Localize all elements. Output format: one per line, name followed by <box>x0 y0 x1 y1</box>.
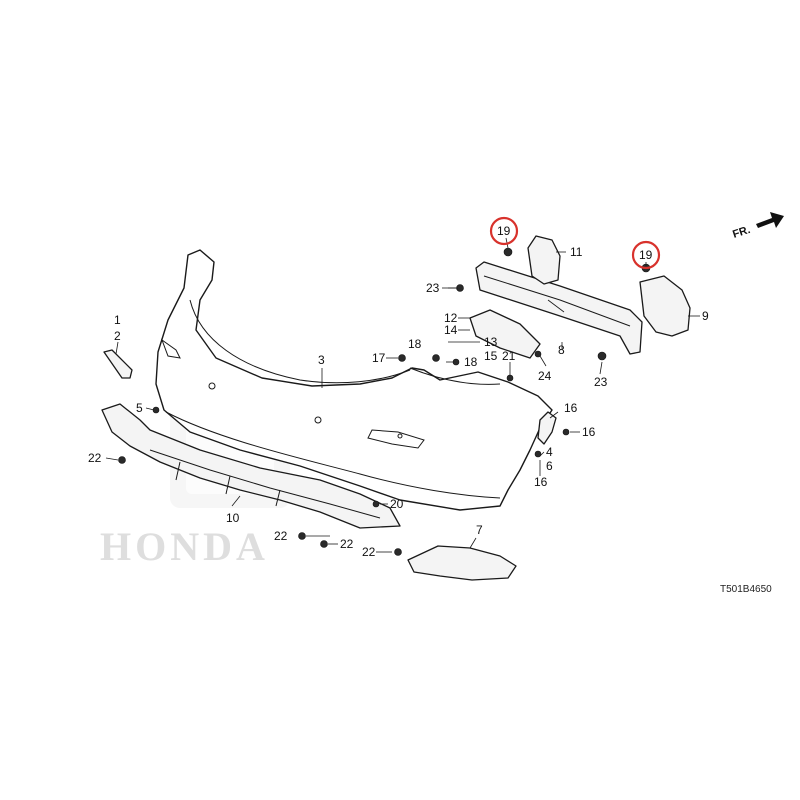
callout-3: 3 <box>318 353 325 367</box>
callout-15: 15 <box>484 349 498 363</box>
callout-22b: 22 <box>274 529 288 543</box>
callout-4: 4 <box>546 445 553 459</box>
highlight-ring-19a <box>489 216 519 246</box>
side-bracket <box>537 411 557 445</box>
callout-8: 8 <box>558 343 565 357</box>
callout-22c: 22 <box>340 537 354 551</box>
side-spacer <box>469 309 541 359</box>
callout-10: 10 <box>226 511 240 525</box>
callout-23a: 23 <box>426 281 440 295</box>
callout-9: 9 <box>702 309 709 323</box>
callout-18b: 18 <box>464 355 478 369</box>
callout-22a: 22 <box>88 451 102 465</box>
callout-24: 24 <box>538 369 552 383</box>
reflector <box>103 349 133 379</box>
callout-20: 20 <box>390 497 404 511</box>
lower-diffuser <box>101 403 401 529</box>
callout-labels: 1 2 3 4 5 6 7 8 9 10 11 12 13 14 15 16 1… <box>88 224 709 559</box>
callout-13: 13 <box>484 335 498 349</box>
callout-18a: 18 <box>408 337 422 351</box>
callout-14: 14 <box>444 323 458 337</box>
callout-12: 12 <box>444 311 458 325</box>
highlight-ring-19b <box>631 240 661 270</box>
front-label: FR. <box>731 224 752 241</box>
bracket-11 <box>527 235 561 285</box>
bracket-9 <box>639 275 691 337</box>
callout-17: 17 <box>372 351 386 365</box>
callout-21: 21 <box>502 349 516 363</box>
callout-1: 1 <box>114 313 121 327</box>
callout-23b: 23 <box>594 375 608 389</box>
callout-19b: 19 <box>639 248 653 262</box>
front-arrow-icon <box>756 212 784 228</box>
callout-16c: 16 <box>534 475 548 489</box>
callout-2: 2 <box>114 329 121 343</box>
callout-6: 6 <box>546 459 553 473</box>
callout-19a: 19 <box>497 224 511 238</box>
watermark-text: HONDA <box>100 524 269 569</box>
rear-bumper-face <box>155 249 553 511</box>
diagram-code: T501B4650 <box>720 584 772 595</box>
callout-16a: 16 <box>564 401 578 415</box>
leader-lines <box>105 237 700 553</box>
callout-5: 5 <box>136 401 143 415</box>
splash-shield <box>407 545 517 581</box>
callout-16b: 16 <box>582 425 596 439</box>
callout-11: 11 <box>570 245 583 259</box>
callout-22d: 22 <box>362 545 376 559</box>
fasteners <box>118 247 651 556</box>
front-direction-indicator: FR. <box>731 212 784 241</box>
callout-7: 7 <box>476 523 483 537</box>
